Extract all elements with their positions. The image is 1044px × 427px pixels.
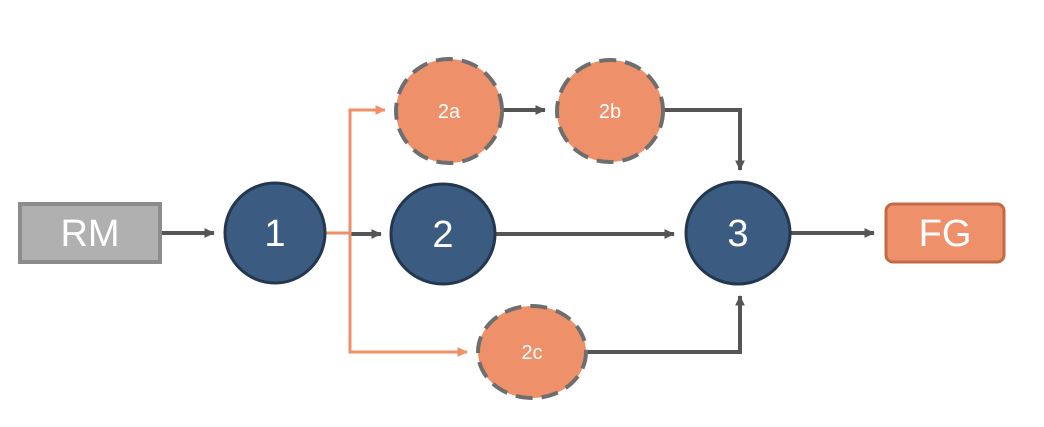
- edge-branch-to-2c: [348, 233, 468, 357]
- node-shape-fg[interactable]: [884, 202, 1006, 264]
- node-n2a[interactable]: 2a: [394, 57, 504, 165]
- edge-2b-to-3: [663, 108, 745, 171]
- node-n2[interactable]: 2: [389, 182, 497, 286]
- node-shape-n2[interactable]: [389, 182, 497, 286]
- node-shape-n2b[interactable]: [555, 58, 665, 164]
- node-n2c[interactable]: 2c: [476, 304, 588, 400]
- node-shape-n3[interactable]: [684, 180, 792, 286]
- node-n3[interactable]: 3: [684, 180, 792, 286]
- node-n2b[interactable]: 2b: [555, 58, 665, 164]
- node-rm[interactable]: RM: [18, 202, 162, 264]
- node-shape-n1[interactable]: [223, 181, 327, 285]
- edges-layer: [160, 105, 875, 357]
- node-fg[interactable]: FG: [884, 202, 1006, 264]
- edge-2c-to-3: [586, 295, 745, 354]
- edge-branch-to-2a: [348, 105, 386, 233]
- node-shape-rm[interactable]: [18, 202, 162, 264]
- node-n1[interactable]: 1: [223, 181, 327, 285]
- node-shape-n2a[interactable]: [394, 57, 504, 165]
- node-shape-n2c[interactable]: [476, 304, 588, 400]
